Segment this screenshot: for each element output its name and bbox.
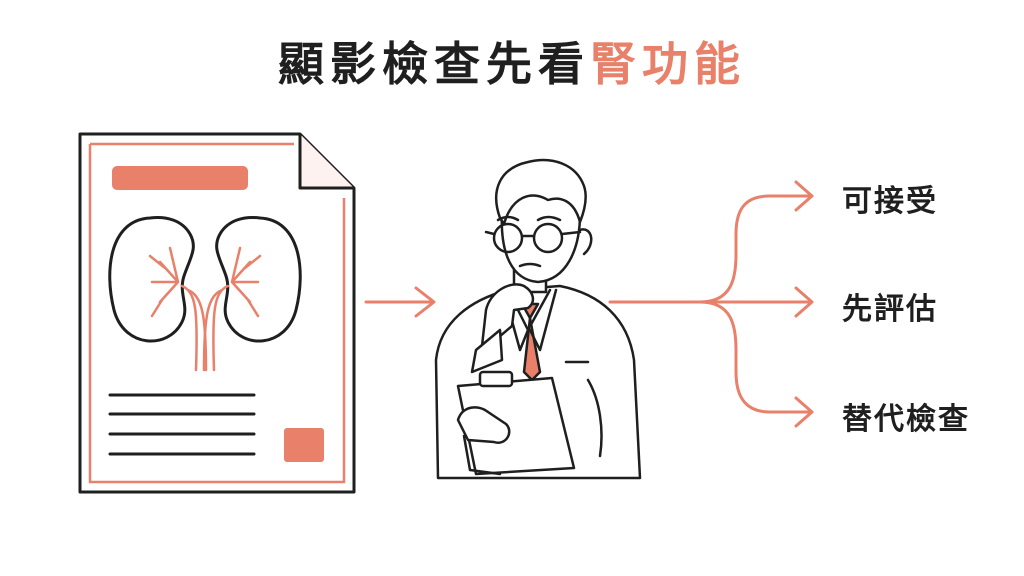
doctor-thinking-icon	[434, 158, 642, 480]
outcome-alternative-test: 替代檢查	[842, 402, 970, 437]
kidney-report-icon	[78, 132, 356, 494]
title-highlight: 腎功能	[590, 37, 746, 91]
page-title: 顯影檢查先看腎功能	[0, 28, 1024, 94]
title-main: 顯影檢查先看	[278, 37, 590, 91]
outcome-evaluate-first: 先評估	[842, 292, 938, 327]
outcome-acceptable: 可接受	[842, 184, 938, 219]
branch-arrows-icon	[608, 180, 814, 428]
arrow-right-icon	[364, 286, 436, 318]
